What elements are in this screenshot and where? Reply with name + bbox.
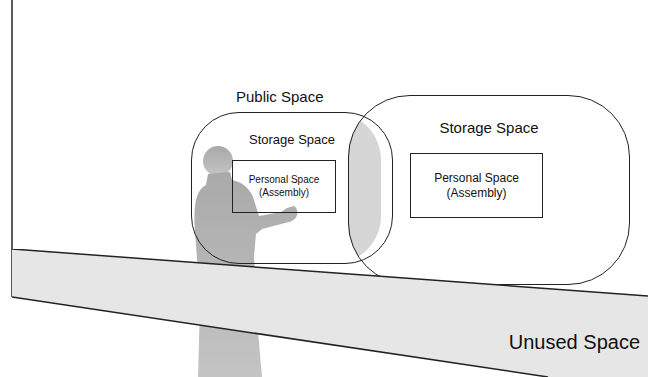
floor-band: Unused Space — [12, 249, 648, 377]
personal-box: Personal Space (Assembly) — [232, 160, 336, 213]
box-label: Personal Space (Assembly) — [417, 171, 536, 201]
region-heading: Storage Space — [349, 119, 629, 138]
region-label: Public Space — [236, 88, 324, 105]
floor-edge — [12, 297, 548, 377]
storage-region: Storage SpacePersonal Space (Assembly) — [191, 112, 393, 264]
overlap-area — [348, 112, 381, 264]
personal-box: Personal Space (Assembly) — [410, 153, 543, 218]
box-label: Personal Space (Assembly) — [239, 174, 329, 199]
floor-fill — [12, 249, 648, 377]
floor-edge — [12, 249, 648, 296]
region-heading: Storage Space — [192, 132, 392, 148]
storage-region: Storage SpacePersonal Space (Assembly) — [348, 95, 630, 285]
floor-band-shape — [12, 249, 648, 377]
region-label: Unused Space — [509, 330, 640, 355]
